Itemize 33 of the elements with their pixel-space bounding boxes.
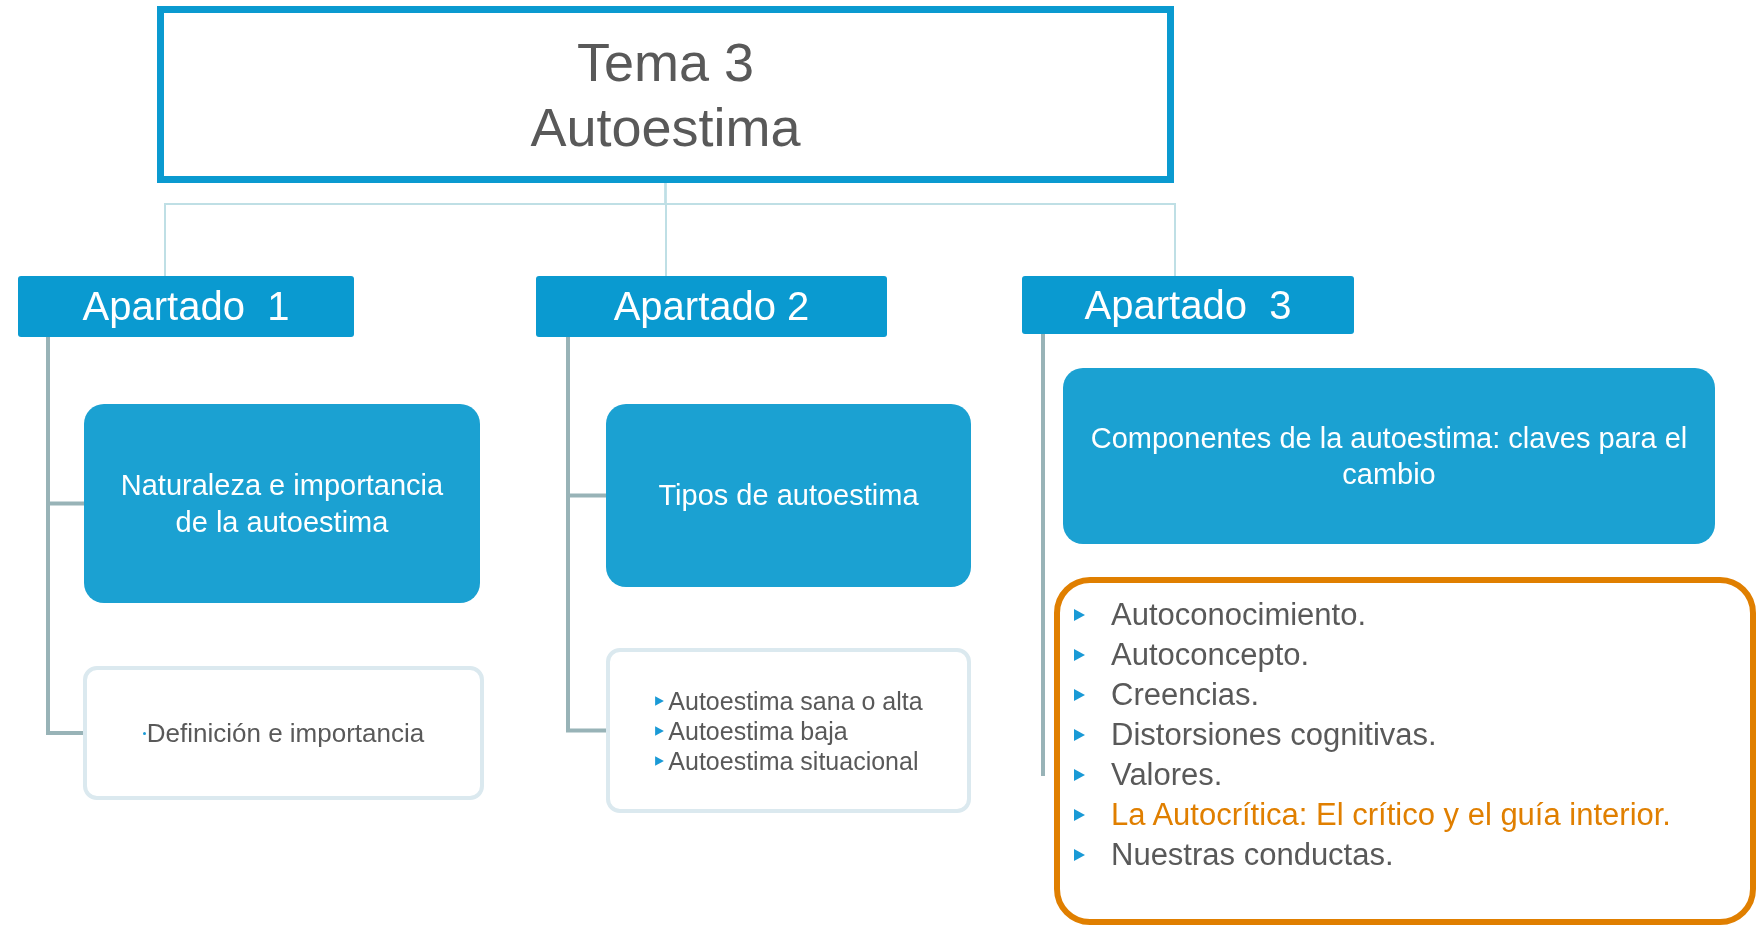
connector-line bbox=[566, 337, 606, 733]
list-item: Autoestima baja bbox=[668, 715, 848, 746]
detail-box bbox=[83, 666, 484, 800]
title-text: Tema 3 bbox=[576, 30, 755, 94]
connector-line bbox=[46, 337, 83, 735]
topic-box bbox=[84, 404, 480, 603]
connector-line bbox=[1041, 334, 1045, 776]
section-title: Apartado 1 bbox=[82, 284, 290, 329]
list-item: Autoconocimiento. bbox=[1111, 596, 1367, 634]
list-item: Valores. bbox=[1111, 756, 1223, 794]
list-item: Nuestras conductas. bbox=[1111, 836, 1394, 874]
section-title: Apartado 3 bbox=[1084, 282, 1292, 328]
list-item: Autoconcepto. bbox=[1111, 636, 1310, 674]
list-item: Creencias. bbox=[1111, 676, 1260, 714]
topic-box bbox=[606, 404, 971, 587]
list-box bbox=[1054, 577, 1756, 925]
subtitle-text: Autoestima bbox=[530, 95, 801, 159]
topic-box bbox=[1063, 368, 1715, 544]
list-item: Autoestima situacional bbox=[668, 745, 919, 776]
topic-text: Componentes de la autoestima: claves para el cambio bbox=[1089, 420, 1689, 492]
section-header bbox=[536, 276, 887, 337]
list-item: Definición e importancia bbox=[146, 717, 425, 749]
list-item: Distorsiones cognitivas. bbox=[1111, 716, 1437, 754]
topic-text: Naturaleza e importancia de la autoestima bbox=[119, 468, 445, 540]
connector-line bbox=[664, 182, 1176, 277]
topic-text: Tipos de autoestima bbox=[658, 478, 919, 514]
detail-box bbox=[606, 648, 971, 813]
section-header bbox=[18, 276, 354, 337]
list-item: La Autocrítica: El crítico y el guía interior. bbox=[1111, 796, 1671, 834]
section-header bbox=[1022, 276, 1354, 334]
list-item: Autoestima sana o alta bbox=[668, 685, 923, 716]
title-box bbox=[157, 6, 1174, 183]
section-title: Apartado 2 bbox=[613, 284, 810, 329]
